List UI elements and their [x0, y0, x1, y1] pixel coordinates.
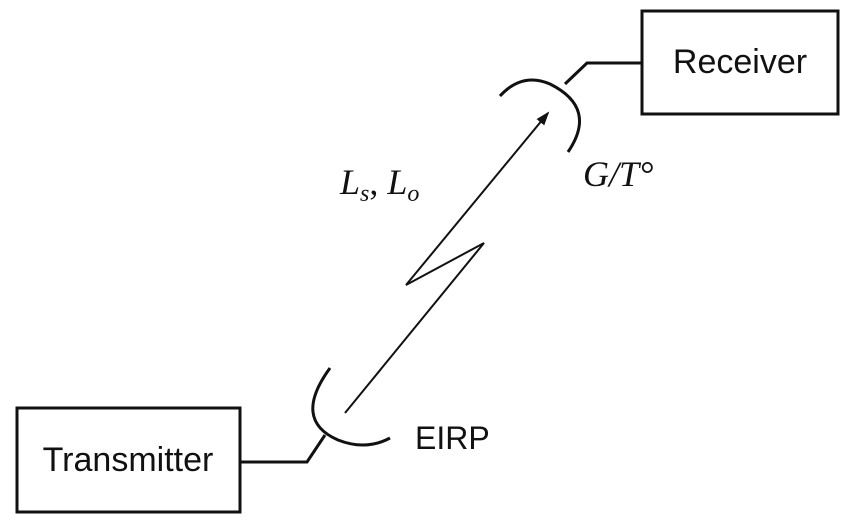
transmitter-feed-line — [240, 434, 327, 464]
eirp-label: EIRP — [415, 420, 490, 456]
receiver-dish-icon — [498, 78, 582, 153]
g-over-t-label: G/T° — [583, 154, 653, 194]
link-label-separator: , — [369, 162, 387, 202]
free-space-loss-subscript: s — [360, 181, 369, 207]
transmitter-box — [15, 406, 242, 514]
transmitter-label: Transmitter — [43, 441, 214, 479]
link-loss-label: Ls, Lo — [339, 162, 419, 207]
receiver-label: Receiver — [673, 43, 807, 81]
transmitter-block: Transmitter — [15, 406, 242, 514]
other-loss-subscript: o — [407, 181, 419, 207]
receiver-feed-line — [563, 61, 642, 86]
radio-link-path — [344, 111, 550, 414]
receiver-box — [640, 9, 840, 116]
receiver-block: Receiver — [640, 9, 840, 116]
other-loss-symbol: L — [386, 162, 407, 202]
transmitter-dish-icon — [311, 367, 391, 447]
free-space-loss-symbol: L — [339, 162, 360, 202]
